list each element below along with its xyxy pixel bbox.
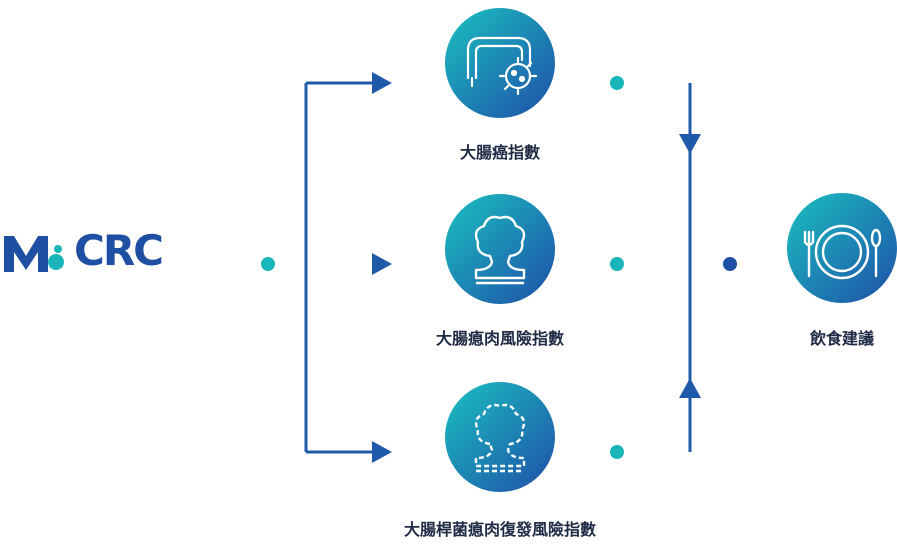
node-circle-polyp <box>445 194 555 304</box>
node-label-colon-cancer: 大腸癌指數 <box>459 143 541 162</box>
output-label-diet: 飲食建議 <box>809 329 875 348</box>
input-branch-lines <box>261 72 392 463</box>
node-circle-polyp-recurrence <box>445 382 555 492</box>
node-label-polyp: 大腸瘜肉風險指數 <box>435 329 565 348</box>
arrow-head-bottom <box>372 441 392 463</box>
node-circle-colon-cancer <box>445 8 555 118</box>
merge-arrow-down <box>679 134 701 154</box>
output-circle-diet <box>787 193 897 303</box>
colon-cancer-cell-icon <box>466 36 538 96</box>
output-merge-lines <box>610 76 737 459</box>
logo-text: CRC <box>74 226 164 275</box>
arrow-head-middle <box>372 253 392 275</box>
merge-end-dot <box>723 257 737 271</box>
plate-fork-spoon-icon <box>803 224 882 280</box>
arrow-head-top <box>372 72 392 94</box>
polyp-icon <box>474 215 526 285</box>
polyp-recurrence-dashed-icon <box>474 403 526 473</box>
node-label-polyp-recurrence: 大腸桿菌瘜肉復發風險指數 <box>403 520 597 539</box>
m3-logo-icon <box>4 236 64 272</box>
merge-arrow-up <box>679 378 701 398</box>
